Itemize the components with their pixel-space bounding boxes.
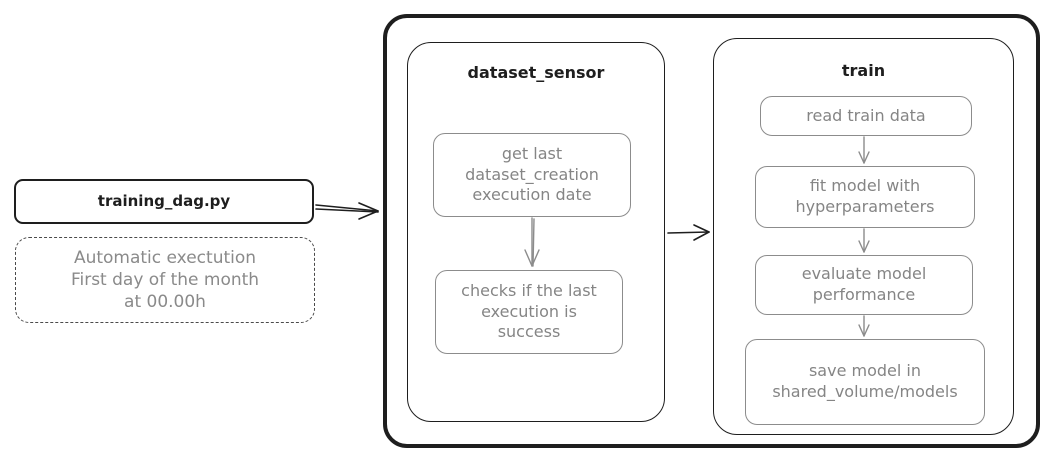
train-task[interactable]: train (713, 38, 1014, 435)
dag-file-label: training_dag.py (97, 191, 231, 210)
step-fit-model[interactable]: fit model with hyperparameters (755, 166, 975, 228)
schedule-note-text: Automatic exectution First day of the mo… (70, 247, 260, 313)
step-get-last-execution-date[interactable]: get last dataset_creation execution date (433, 133, 631, 217)
step-save-model[interactable]: save model in shared_volume/models (745, 339, 985, 425)
arrow-evaluate-to-save (858, 315, 870, 337)
dataset-sensor-title: dataset_sensor (467, 63, 605, 82)
step-evaluate-model[interactable]: evaluate model performance (755, 255, 973, 315)
step-label: read train data (806, 105, 926, 125)
schedule-note: Automatic exectution First day of the mo… (15, 237, 315, 323)
step-label: save model in shared_volume/models (772, 361, 958, 401)
step-label: checks if the last execution is success (461, 280, 597, 342)
arrow-sensor-steps (524, 217, 540, 267)
step-label: get last dataset_creation execution date (465, 143, 599, 205)
step-label: evaluate model performance (801, 264, 927, 304)
step-check-last-execution[interactable]: checks if the last execution is success (435, 270, 623, 354)
arrow-read-to-fit (858, 136, 870, 164)
arrow-dag-to-container (315, 202, 379, 220)
dag-container (383, 14, 1040, 448)
step-read-train-data[interactable]: read train data (760, 96, 972, 136)
step-label: fit model with hyperparameters (795, 176, 935, 216)
arrow-sensor-to-train (667, 224, 710, 241)
dag-file-node[interactable]: training_dag.py (14, 179, 314, 224)
dataset-sensor-task[interactable]: dataset_sensor (407, 42, 665, 422)
arrow-fit-to-evaluate (858, 228, 870, 253)
train-title: train (841, 61, 886, 80)
